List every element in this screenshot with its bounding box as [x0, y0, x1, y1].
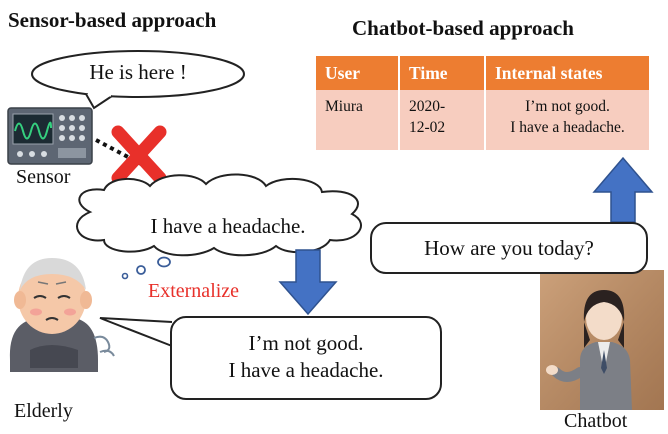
elderly-bubble-tail [99, 317, 173, 347]
chatbot-label: Chatbot [564, 410, 628, 432]
header-user: User [316, 56, 400, 90]
thought-cloud [76, 173, 362, 280]
header-internal-states: Internal states [485, 56, 649, 90]
cell-time: 2020- 12-02 [399, 90, 486, 150]
oscilloscope-icon [7, 107, 93, 165]
sensor-bubble-text: He is here ! [89, 60, 187, 84]
externalize-arrow [278, 249, 338, 316]
chatbot-speech-bubble: How are you today? [370, 222, 648, 274]
chatbot-approach-heading: Chatbot-based approach [352, 16, 574, 40]
table-header-row: User Time Internal states [316, 56, 649, 90]
cell-time-line1: 2020- [409, 98, 446, 115]
red-cross-icon [111, 125, 167, 185]
record-arrow [592, 156, 654, 223]
chatbot-avatar-illustration [540, 270, 664, 410]
elderly-reply-line2: I have a headache. [228, 358, 384, 382]
elderly-man-illustration [9, 258, 115, 372]
elderly-reply-line1: I’m not good. [248, 331, 364, 355]
sensor-approach-heading: Sensor-based approach [8, 8, 217, 32]
externalize-label: Externalize [148, 280, 240, 302]
sensor-label: Sensor [16, 166, 71, 188]
elderly-label: Elderly [14, 400, 73, 422]
sensor-speech-bubble [31, 50, 245, 110]
thought-text: I have a headache. [150, 214, 306, 238]
cell-state-line2: I have a headache. [510, 119, 625, 136]
cell-internal-state: I’m not good. I have a headache. [485, 90, 649, 150]
cell-user: Miura [316, 90, 400, 150]
chatbot-question-text: How are you today? [424, 236, 594, 260]
elderly-speech-bubble: I’m not good. I have a headache. [170, 316, 442, 400]
internal-states-table: User Time Internal states Miura 2020- 12… [316, 56, 649, 150]
cell-state-line1: I’m not good. [525, 98, 610, 115]
table-row: Miura 2020- 12-02 I’m not good. I have a… [316, 90, 649, 150]
cell-time-line2: 12-02 [409, 119, 446, 136]
header-time: Time [399, 56, 486, 90]
